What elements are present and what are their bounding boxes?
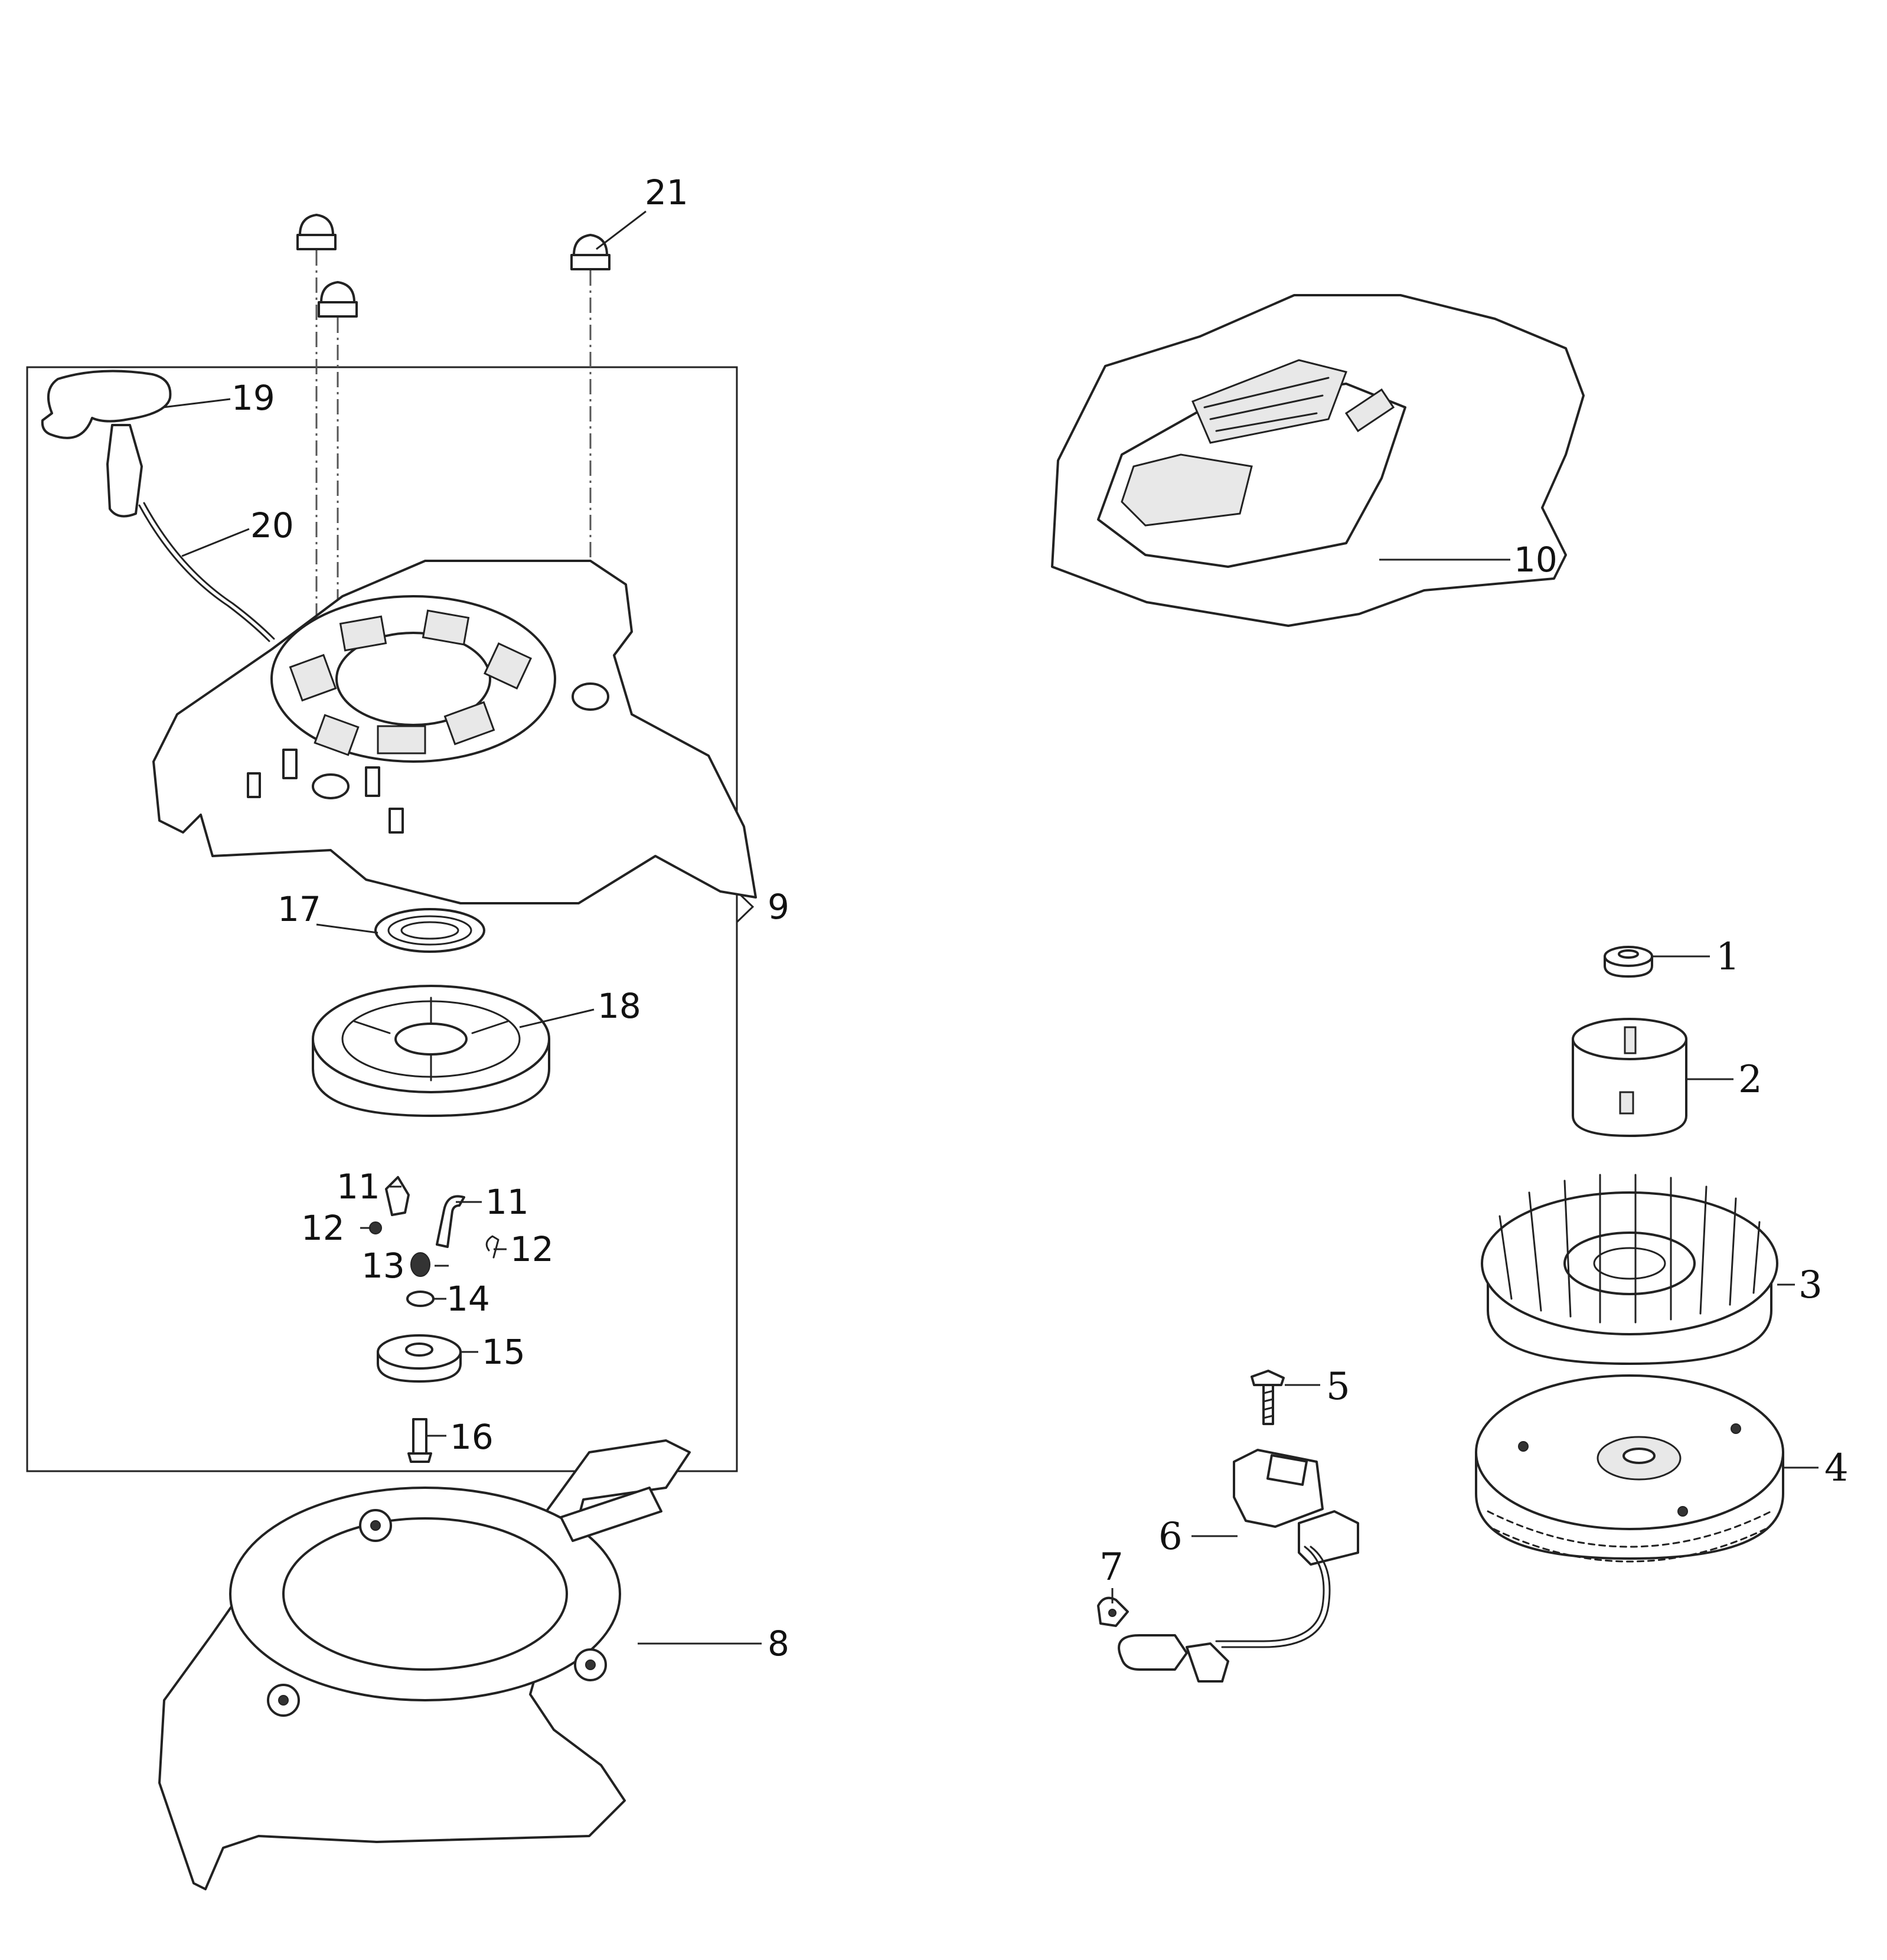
ratchet-pawl-part xyxy=(385,1176,465,1248)
callout-16: 16 xyxy=(450,1417,494,1457)
ignition-coil-part xyxy=(1118,1449,1359,1683)
blower-housing-part xyxy=(158,1439,691,1890)
callout-12a: 12 xyxy=(301,1208,345,1248)
callout-11b: 11 xyxy=(485,1182,529,1222)
callout-21: 21 xyxy=(645,172,688,213)
friction-spring-part xyxy=(410,1252,430,1277)
recoil-spring-part xyxy=(374,908,485,953)
callout-4: 4 xyxy=(1824,1446,1849,1490)
callout-11a: 11 xyxy=(337,1167,380,1207)
leader-lines xyxy=(162,210,1819,1645)
callout-14: 14 xyxy=(446,1279,490,1319)
starter-handle-part xyxy=(41,370,172,518)
recoil-starter-assembly-box xyxy=(26,366,755,1472)
callout-20: 20 xyxy=(250,505,294,545)
housing-vents xyxy=(289,609,533,756)
flywheel-ring-gear xyxy=(1487,1510,1772,1563)
callout-3: 3 xyxy=(1798,1263,1823,1307)
callout-17: 17 xyxy=(278,889,321,929)
callout-7: 7 xyxy=(1099,1546,1124,1589)
callout-9: 9 xyxy=(768,887,789,927)
ignition-coil-bolt-part xyxy=(1251,1370,1285,1425)
cover-vent-grille xyxy=(1191,359,1395,444)
callout-2: 2 xyxy=(1738,1058,1762,1102)
air-cleaner-cover-part xyxy=(1051,294,1585,627)
center-bolt-part xyxy=(407,1418,432,1463)
cooling-fan-part xyxy=(1481,1174,1778,1365)
fan-blades xyxy=(1499,1174,1761,1324)
wire-clip-part xyxy=(1097,1596,1129,1627)
callout-labels: 1 2 3 4 5 6 7 8 9 10 11 11 12 12 13 14 1… xyxy=(231,172,1849,1664)
flange-nut-part xyxy=(1604,946,1653,978)
callout-1: 1 xyxy=(1716,935,1740,979)
callout-8: 8 xyxy=(768,1623,789,1664)
ratchet-guide-part xyxy=(377,1334,462,1383)
starter-housing-part xyxy=(152,560,757,904)
callout-6: 6 xyxy=(1158,1515,1183,1559)
callout-10: 10 xyxy=(1514,540,1558,580)
callout-19: 19 xyxy=(231,378,275,418)
flywheel-part xyxy=(1475,1374,1784,1563)
washer-part xyxy=(406,1291,435,1307)
starter-cup-part xyxy=(1572,1018,1687,1137)
starter-pulley-part xyxy=(312,985,550,1117)
starter-rope-part xyxy=(138,502,275,642)
callout-12b: 12 xyxy=(510,1229,554,1269)
pawl-spring-part xyxy=(369,1221,500,1259)
callout-5: 5 xyxy=(1326,1365,1350,1409)
acorn-nut-part xyxy=(296,214,610,318)
callout-13: 13 xyxy=(361,1246,405,1286)
callout-15: 15 xyxy=(482,1332,525,1372)
callout-18: 18 xyxy=(598,986,641,1026)
